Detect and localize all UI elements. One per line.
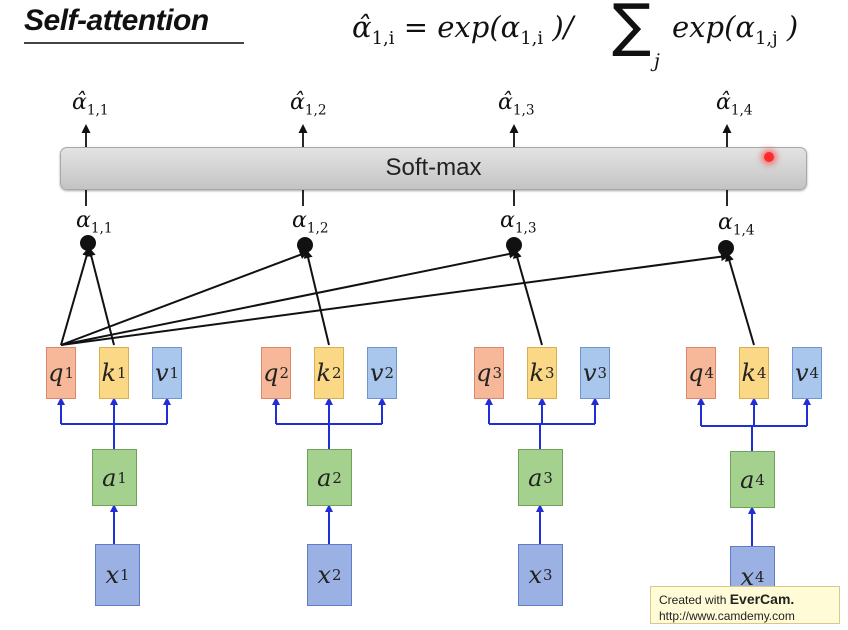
title-underline [24, 42, 244, 44]
key-to-score-arrow [725, 252, 755, 346]
softmax-layer: Soft-max [60, 147, 807, 190]
attention-score-dot [297, 237, 313, 253]
query-to-score-arrow [60, 249, 518, 346]
softmax-formula-lhs: α̂1,i = exp(α1,i )/ [352, 10, 574, 47]
alpha-label-1: α1,1 [76, 208, 113, 237]
formula-lhs-symbol: α̂ [352, 10, 372, 44]
formula-rhs-end: ) [777, 10, 799, 44]
alpha-hat-label-4: α̂1,4 [716, 90, 753, 119]
alpha-label-2: α1,2 [292, 208, 329, 237]
formula-rhs: exp(α [672, 10, 755, 44]
page-title: Self-attention [24, 4, 209, 37]
formula-lhs-sub: 1,i [371, 27, 395, 49]
key-to-score-arrow [303, 249, 330, 346]
key-to-score-arrow [513, 249, 543, 346]
formula-middle-sub: 1,i [520, 27, 544, 49]
formula-middle: = exp(α [394, 10, 521, 44]
formula-rhs-sub: 1,j [754, 27, 778, 49]
summation-sub: j [654, 50, 660, 72]
key-to-score-arrow [86, 247, 115, 346]
query-to-score-arrow [60, 252, 730, 346]
query-to-score-arrow [60, 250, 309, 346]
alpha-hat-label-3: α̂1,3 [498, 90, 535, 119]
evercam-watermark: Created with EverCam. http://www.camdemy… [650, 586, 840, 624]
alpha-label-4: α1,4 [718, 210, 755, 239]
summation-symbol: ∑ [612, 0, 652, 59]
attention-score-dot [718, 240, 734, 256]
alpha-label-3: α1,3 [500, 208, 537, 237]
attention-score-dot [80, 235, 96, 251]
laser-pointer-dot [764, 152, 774, 162]
query-to-score-arrow [60, 247, 91, 346]
formula-middle-end: )/ [543, 10, 574, 44]
softmax-formula-rhs: exp(α1,j ) [672, 10, 799, 47]
alpha-hat-label-1: α̂1,1 [72, 90, 109, 119]
softmax-label: Soft-max [385, 154, 482, 181]
attention-score-dot [506, 237, 522, 253]
alpha-hat-label-2: α̂1,2 [290, 90, 327, 119]
